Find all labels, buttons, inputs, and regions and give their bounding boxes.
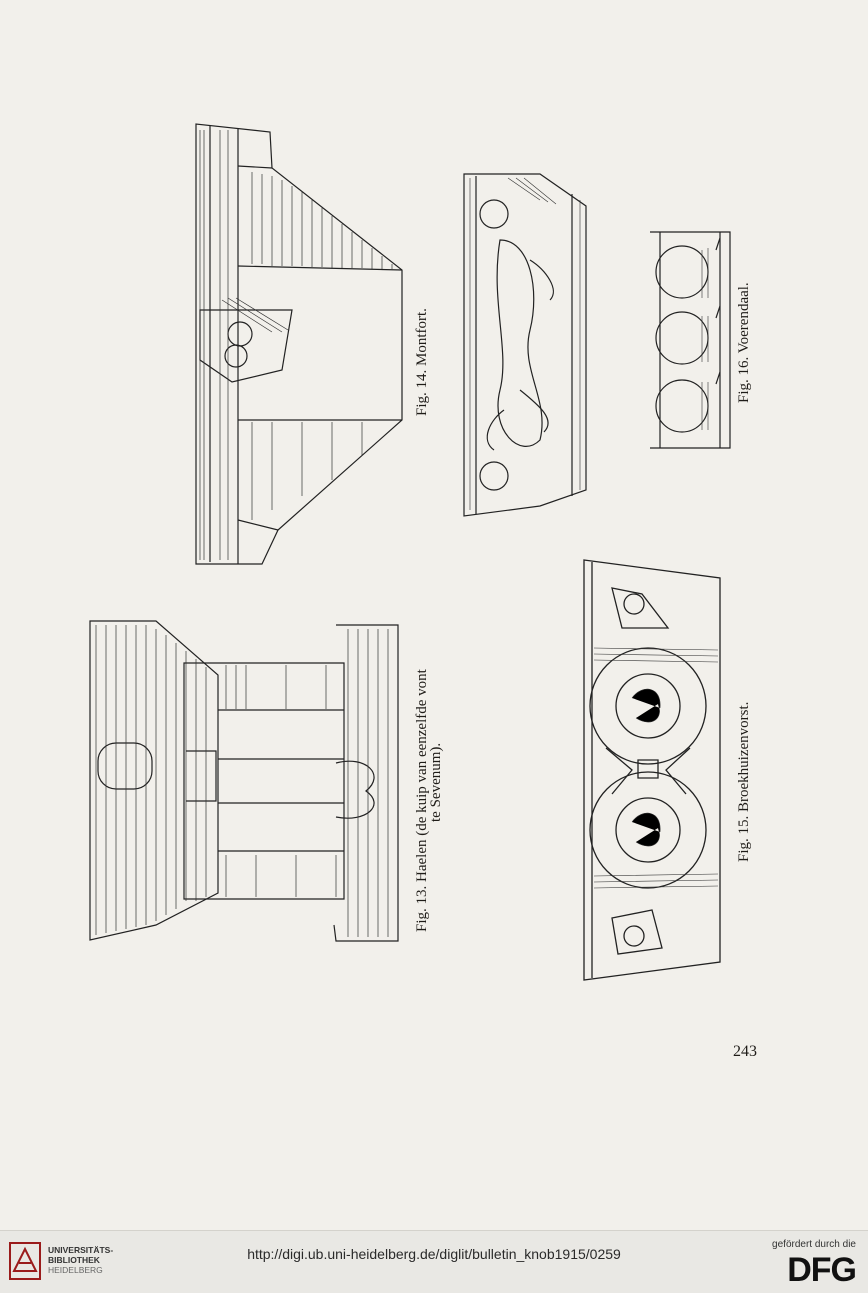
- figure-13-haelen-drawing: [86, 615, 402, 945]
- dfg-logo[interactable]: DFG: [787, 1251, 857, 1289]
- figure-14-montfort-drawing: [192, 120, 408, 568]
- library-line2: BIBLIOTHEK: [48, 1255, 100, 1265]
- viewer-footer: UNIVERSITÄTS- BIBLIOTHEK HEIDELBERG http…: [0, 1230, 868, 1293]
- heidelberg-library-seal-icon[interactable]: [8, 1241, 42, 1281]
- lion-relief-drawing: [460, 170, 590, 520]
- figure-16-caption: Fig. 16. Voerendaal.: [736, 282, 752, 403]
- figure-13-caption-line2: te Sevenum).: [428, 742, 444, 822]
- permalink-url[interactable]: http://digi.ub.uni-heidelberg.de/diglit/…: [247, 1246, 621, 1262]
- library-line3: HEIDELBERG: [48, 1265, 103, 1275]
- figure-15-broekhuizenvorst-drawing: [582, 558, 722, 984]
- page-number: 243: [733, 1043, 757, 1060]
- figure-15-caption: Fig. 15. Broekhuizenvorst.: [736, 701, 752, 862]
- funding-note: gefördert durch die: [772, 1239, 856, 1250]
- figure-16-voerendaal-drawing: [646, 228, 734, 452]
- scanned-page: Fig. 14. Montfort. Fig. 13. Haelen (de k…: [86, 120, 757, 1060]
- figure-14-caption: Fig. 14. Montfort.: [414, 308, 430, 416]
- library-line1: UNIVERSITÄTS-: [48, 1245, 114, 1255]
- library-name[interactable]: UNIVERSITÄTS- BIBLIOTHEK HEIDELBERG: [48, 1245, 113, 1275]
